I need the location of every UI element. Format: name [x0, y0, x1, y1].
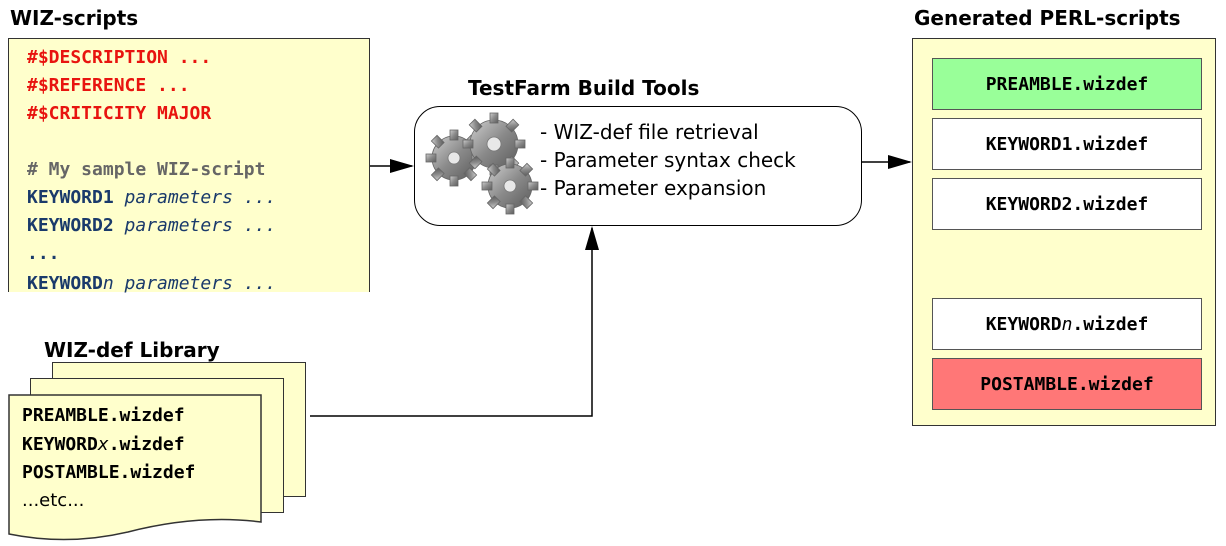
wiz-scripts-title: WIZ-scripts — [10, 6, 139, 30]
library-entry: POSTAMBLE.wizdef — [22, 462, 196, 483]
library-entry: KEYWORDx.wizdef — [22, 434, 185, 455]
script-line: KEYWORDn parameters ... — [27, 273, 277, 294]
step-item: - Parameter syntax check — [540, 148, 796, 172]
step-item: - WIZ-def file retrieval — [540, 120, 759, 144]
build-tools-steps: - WIZ-def file retrieval - Parameter syn… — [540, 118, 796, 202]
script-line: #$REFERENCE ... — [27, 75, 190, 96]
arrow-library-to-tools — [310, 226, 599, 417]
library-entry: PREAMBLE.wizdef — [22, 405, 185, 426]
build-tools-title: TestFarm Build Tools — [468, 76, 700, 100]
library-title: WIZ-def Library — [44, 338, 220, 362]
script-line: #$DESCRIPTION ... — [27, 47, 212, 68]
script-line: #$CRITICITY MAJOR — [27, 103, 212, 124]
script-line: KEYWORD2 parameters ... — [27, 215, 277, 236]
generated-postamble: POSTAMBLE.wizdef — [932, 358, 1202, 410]
gears-icon — [425, 112, 539, 215]
library-entry: ...etc... — [22, 490, 85, 511]
script-comment-line: # My sample WIZ-script — [27, 159, 266, 180]
library-entries: PREAMBLE.wizdef KEYWORDx.wizdef POSTAMBL… — [22, 402, 195, 515]
generated-keyword2: KEYWORD2.wizdef — [932, 178, 1202, 230]
generated-title: Generated PERL-scripts — [914, 6, 1181, 30]
library-page-front — [8, 394, 262, 541]
generated-preamble: PREAMBLE.wizdef — [932, 58, 1202, 110]
wiz-scripts-box: #$DESCRIPTION ... #$REFERENCE ... #$CRIT… — [8, 38, 370, 294]
step-item: - Parameter expansion — [540, 176, 767, 200]
script-line: KEYWORD1 parameters ... — [27, 187, 277, 208]
script-line: ... — [27, 243, 60, 264]
generated-keyword1: KEYWORD1.wizdef — [932, 118, 1202, 170]
